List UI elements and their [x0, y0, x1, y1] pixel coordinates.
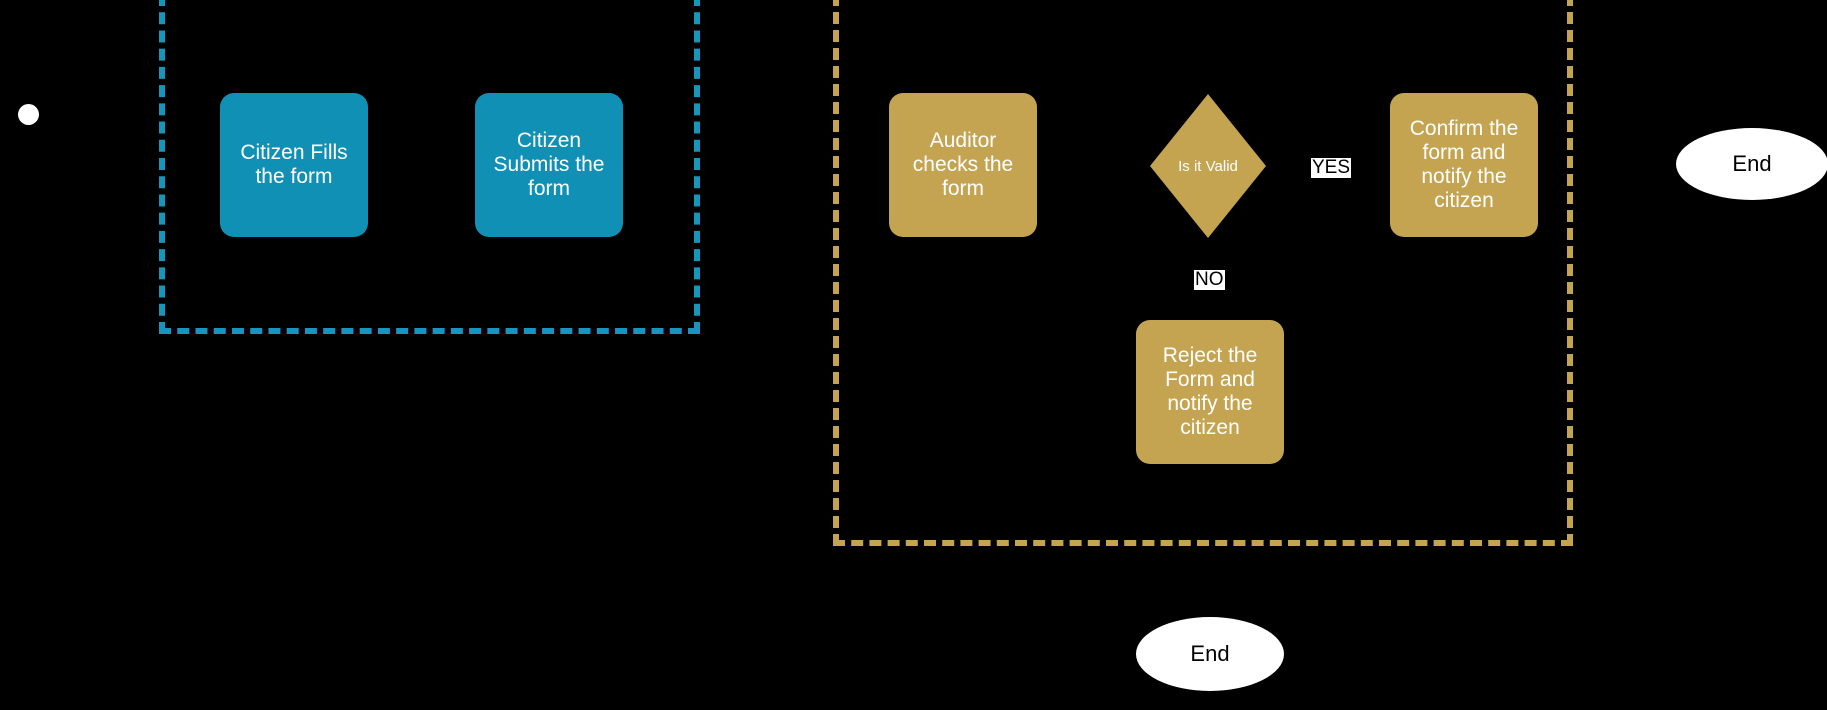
node-citizen-submits-the-form[interactable]: Citizen Submits the form — [475, 93, 623, 237]
node-end-bottom[interactable]: End — [1136, 617, 1284, 691]
auditor-group-container[interactable] — [833, 0, 1573, 546]
edge-label-yes: YES — [1311, 157, 1352, 178]
start-node[interactable] — [18, 104, 39, 125]
node-citizen-fills-the-form[interactable]: Citizen Fills the form — [220, 93, 368, 237]
edge-label-no: NO — [1194, 269, 1225, 290]
node-is-it-valid-decision[interactable]: Is it Valid — [1150, 94, 1266, 238]
node-end-right[interactable]: End — [1676, 128, 1827, 200]
decision-label: Is it Valid — [1178, 157, 1238, 175]
node-confirm-the-form-and-notify-the-citizen[interactable]: Confirm the form and notify the citizen — [1390, 93, 1538, 237]
citizen-group-container[interactable] — [159, 0, 700, 334]
node-auditor-checks-the-form[interactable]: Auditor checks the form — [889, 93, 1037, 237]
node-reject-the-form-and-notify-the-citizen[interactable]: Reject the Form and notify the citizen — [1136, 320, 1284, 464]
